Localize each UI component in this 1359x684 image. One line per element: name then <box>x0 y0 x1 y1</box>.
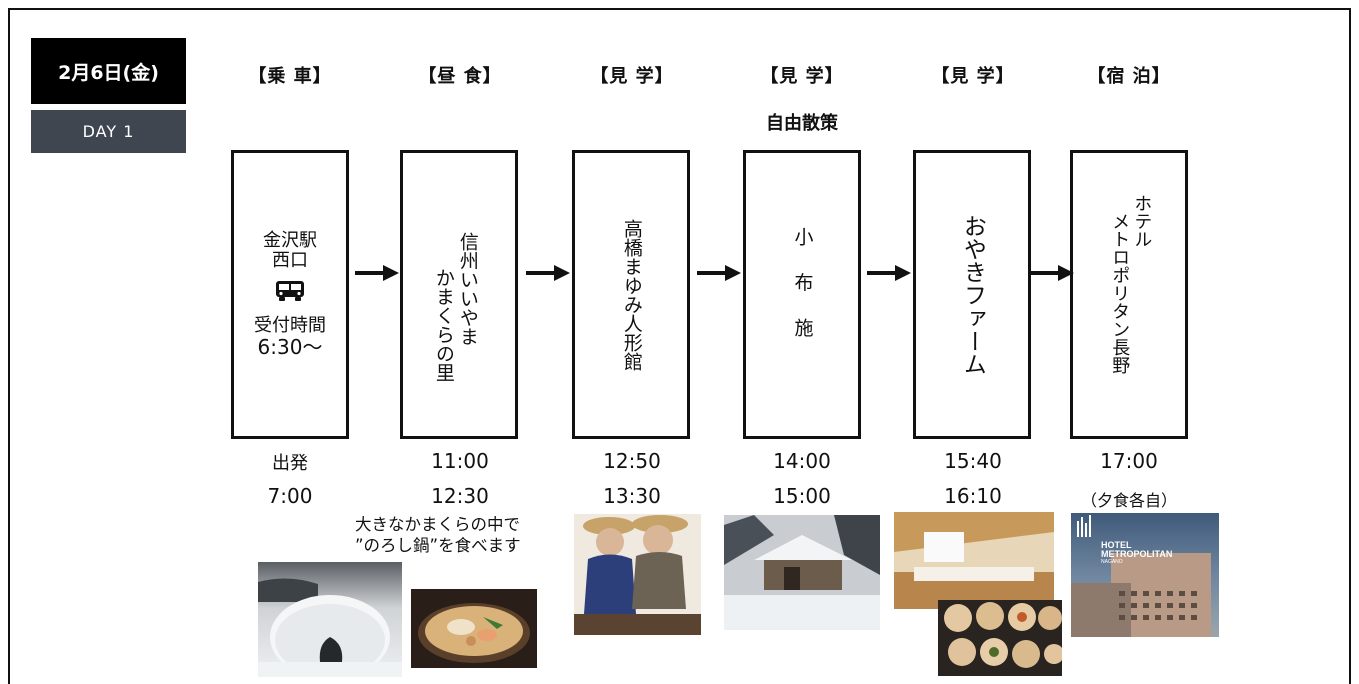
obuse-temple-snow-photo <box>724 515 880 630</box>
column-header-lodging: 【宿 泊】 <box>1087 66 1171 87</box>
lunch-departure-time: 12:30 <box>431 484 489 508</box>
hotel-sign-line3: NAGANO <box>1101 558 1123 565</box>
departure-label: 出発 <box>272 453 308 474</box>
doll-museum-box: 高橋まゆみ人形館 <box>572 150 690 439</box>
lunch-caption: 大きなかまくらの中で ”のろし鍋”を食べます <box>355 514 575 557</box>
oyaki-farm-name: おやきファーム <box>959 214 986 375</box>
obuse-name-text: 小布施 <box>791 226 814 363</box>
doll-museum-name: 高橋まゆみ人形館 <box>620 218 643 371</box>
station-name-line1: 金沢駅 <box>263 229 317 251</box>
dinner-note: （夕食各自） <box>1080 491 1177 510</box>
day-badge: DAY 1 <box>31 110 186 153</box>
reception-label: 受付時間 <box>254 315 326 337</box>
noroshi-nabe-photo <box>411 589 537 668</box>
column-header-visit-obuse: 【見 学】 <box>760 66 844 87</box>
lunch-name-col1: 信州いいやま <box>456 232 479 346</box>
obuse-arrival-time: 14:00 <box>773 449 831 473</box>
doll-figures-photo <box>574 514 701 635</box>
lunch-name-col2: かまくらの里 <box>432 268 455 382</box>
lunch-caption-line2: ”のろし鍋”を食べます <box>355 536 521 556</box>
oyaki-farm-box: おやきファーム <box>913 150 1031 439</box>
obuse-name: 小布施 <box>791 226 814 363</box>
obuse-departure-time: 15:00 <box>773 484 831 508</box>
column-header-visit-doll-museum: 【見 学】 <box>590 66 674 87</box>
arrow-icon <box>355 265 399 281</box>
column-header-visit-oyaki-farm: 【見 学】 <box>931 66 1015 87</box>
arrow-icon <box>526 265 570 281</box>
oyaki-farm-arrival-time: 15:40 <box>944 449 1002 473</box>
doll-museum-arrival-time: 12:50 <box>603 449 661 473</box>
kamakura-snow-photo <box>258 562 402 677</box>
hotel-box: ホテル メトロポリタン長野 <box>1070 150 1188 439</box>
lunch-box: 信州いいやま かまくらの里 <box>400 150 518 439</box>
hotel-building-graphic <box>1071 515 1211 637</box>
arrow-icon <box>697 265 741 281</box>
hotel-name-col1: ホテル <box>1131 194 1153 248</box>
arrow-icon <box>867 265 911 281</box>
lunch-caption-line1: 大きなかまくらの中で <box>355 515 520 534</box>
oyaki-buns-photo <box>938 600 1062 676</box>
hotel-building-photo: HOTEL METROPOLITAN NAGANO <box>1071 513 1219 637</box>
arrow-icon <box>1030 265 1074 281</box>
boarding-box: 金沢駅 西口 受付時間 6:30～ <box>231 150 349 439</box>
bus-icon <box>276 281 304 302</box>
column-header-boarding: 【乗 車】 <box>248 66 332 87</box>
date-badge: 2月6日(金) <box>31 38 186 104</box>
page-frame <box>8 8 1351 684</box>
oyaki-farm-departure-time: 16:10 <box>944 484 1002 508</box>
hotel-sign-line1: HOTEL <box>1101 540 1132 550</box>
oyaki-farm-interior-photo <box>894 512 1054 609</box>
hotel-name-col2: メトロポリタン長野 <box>1109 212 1131 374</box>
doll-museum-departure-time: 13:30 <box>603 484 661 508</box>
hotel-sign: HOTEL METROPOLITAN NAGANO <box>1101 540 1173 565</box>
station-name-line2: 西口 <box>272 249 308 271</box>
obuse-box: 小布施 <box>743 150 861 439</box>
reception-time: 6:30～ <box>257 335 323 360</box>
lunch-arrival-time: 11:00 <box>431 449 489 473</box>
departure-time: 7:00 <box>267 484 313 508</box>
free-walk-note: 自由散策 <box>766 113 838 134</box>
column-header-lunch: 【昼 食】 <box>418 66 502 87</box>
hotel-arrival-time: 17:00 <box>1100 449 1158 473</box>
hotel-sign-line2: METROPOLITAN <box>1101 549 1173 560</box>
